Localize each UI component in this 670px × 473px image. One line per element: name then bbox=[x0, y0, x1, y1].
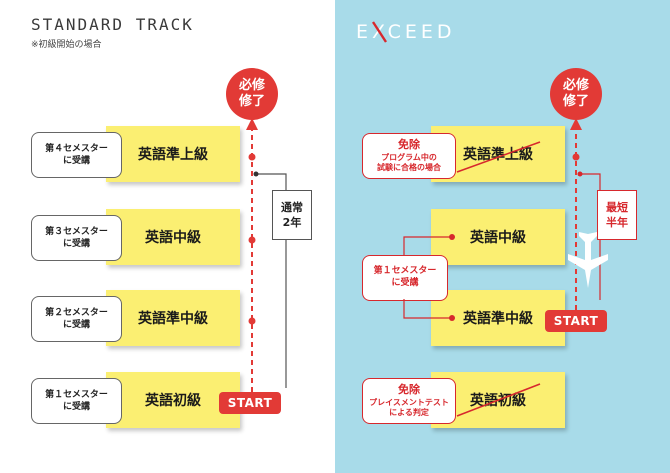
right-duration-bracket bbox=[580, 173, 601, 190]
exempt-top-label: 免除 プログラム中の 試験に合格の場合 bbox=[362, 133, 456, 179]
left-duration-box: 通常 2年 bbox=[272, 190, 312, 240]
exempt-line-2: 試験に合格の場合 bbox=[377, 163, 441, 173]
exempt-title: 免除 bbox=[398, 383, 420, 397]
goal-line-1: 必修 bbox=[562, 77, 589, 93]
right-level-2-sticky: 英語準中級 bbox=[431, 290, 565, 346]
label-line-1: 第１セメスター bbox=[373, 266, 437, 277]
exempt-line-1: プログラム中の bbox=[381, 152, 437, 162]
duration-line-2: 2年 bbox=[282, 216, 302, 229]
left-level-4-sticky: 英語準上級 bbox=[106, 126, 240, 182]
left-duration-bracket bbox=[256, 173, 287, 190]
left-level-3-sticky: 英語中級 bbox=[106, 209, 240, 265]
left-semester-2-label: 第２セメスター に受講 bbox=[31, 296, 122, 342]
left-start-badge: START bbox=[219, 392, 281, 414]
right-dot-4 bbox=[572, 153, 580, 161]
left-dot-4 bbox=[248, 153, 256, 161]
semester-link-upper bbox=[403, 236, 452, 255]
exempt-line-2: による判定 bbox=[389, 408, 429, 418]
right-arrow-head bbox=[570, 118, 582, 130]
goal-line-1: 必修 bbox=[238, 77, 265, 93]
label-line-1: 第１セメスター bbox=[45, 389, 108, 400]
left-arrow-head bbox=[246, 118, 258, 130]
goal-line-2: 修了 bbox=[238, 94, 265, 109]
right-start-badge: START bbox=[545, 310, 607, 332]
semester-link-upper-dot bbox=[449, 234, 455, 240]
label-line-2: に受講 bbox=[62, 239, 90, 249]
duration-line-1: 最短 bbox=[606, 200, 628, 214]
left-dot-2 bbox=[248, 317, 256, 325]
left-bracket-dot bbox=[253, 171, 259, 177]
label-line-1: 第４セメスター bbox=[45, 143, 108, 154]
exempt-bottom-label: 免除 プレイスメントテスト による判定 bbox=[362, 378, 456, 424]
right-duration-box: 最短 半年 bbox=[597, 190, 637, 240]
right-semester-1-label: 第１セメスター に受講 bbox=[362, 255, 448, 301]
semester-link-lower-dot bbox=[449, 315, 455, 321]
standard-track-subtitle: ※初級開始の場合 bbox=[31, 40, 102, 50]
left-goal-circle: 必修 修了 bbox=[226, 68, 278, 120]
exempt-line-1: プレイスメントテスト bbox=[369, 397, 449, 407]
left-semester-3-label: 第３セメスター に受講 bbox=[31, 215, 122, 261]
right-bracket-dot bbox=[577, 171, 583, 177]
strike-bottom bbox=[456, 383, 541, 417]
label-line-1: 第３セメスター bbox=[45, 226, 108, 237]
airplane-icon bbox=[568, 232, 608, 288]
goal-line-2: 修了 bbox=[562, 94, 589, 109]
semester-link-lower bbox=[403, 299, 452, 319]
left-level-2-sticky: 英語準中級 bbox=[106, 290, 240, 346]
label-line-2: に受講 bbox=[62, 320, 90, 330]
label-line-2: に受講 bbox=[62, 402, 90, 412]
exceed-title: EXCEED bbox=[356, 21, 456, 43]
exceed-x-accent bbox=[371, 21, 388, 43]
left-semester-1-label: 第１セメスター に受講 bbox=[31, 378, 122, 424]
standard-track-title: STANDARD TRACK bbox=[31, 15, 194, 34]
strike-top bbox=[456, 141, 541, 173]
left-dot-3 bbox=[248, 236, 256, 244]
label-line-2: に受講 bbox=[62, 156, 90, 166]
right-goal-circle: 必修 修了 bbox=[550, 68, 602, 120]
duration-line-2: 半年 bbox=[606, 216, 628, 229]
label-line-2: に受講 bbox=[391, 278, 419, 288]
left-semester-4-label: 第４セメスター に受講 bbox=[31, 132, 122, 178]
exempt-title: 免除 bbox=[398, 138, 420, 152]
duration-line-1: 通常 bbox=[281, 200, 303, 214]
left-level-1-sticky: 英語初級 bbox=[106, 372, 240, 428]
label-line-1: 第２セメスター bbox=[45, 307, 108, 318]
